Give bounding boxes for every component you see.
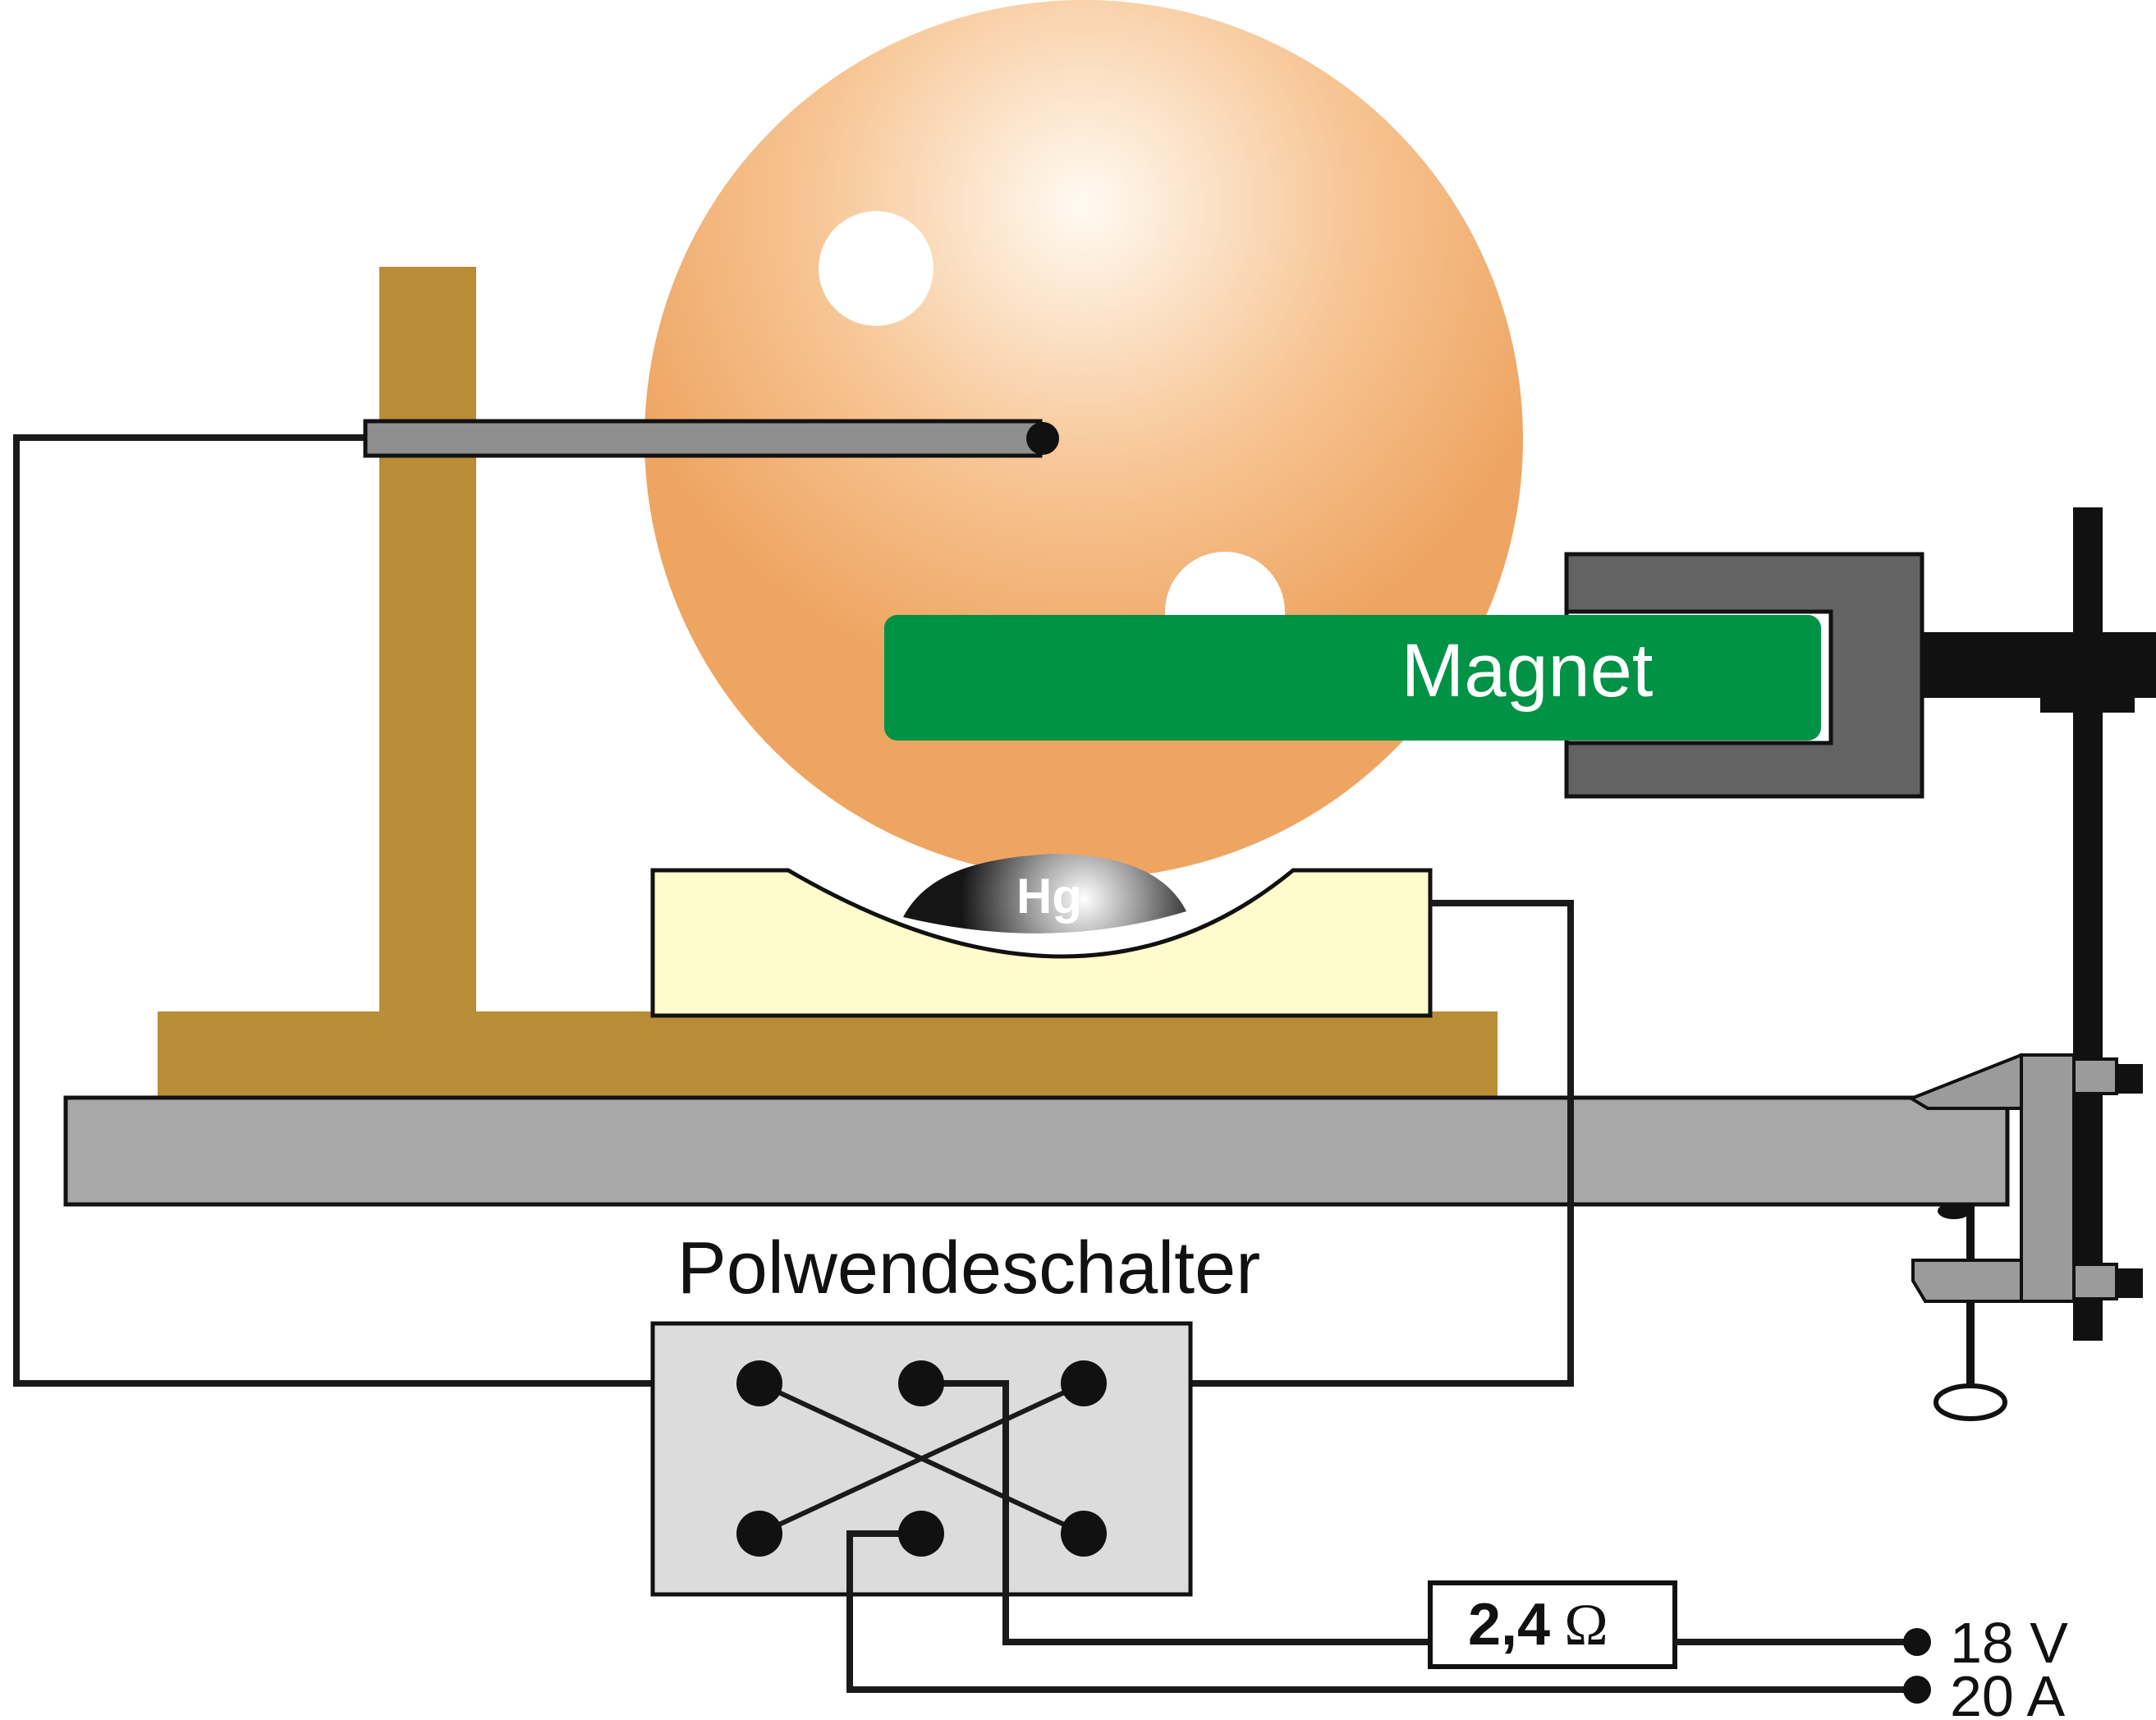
mercury-trough — [650, 868, 1433, 1018]
cross-clamp — [2040, 632, 2135, 713]
electrode-rod — [363, 419, 1043, 458]
wood-base — [158, 1011, 1498, 1098]
terminal-dot-bottom-right — [1061, 1511, 1107, 1557]
mercury-label: Hg — [1016, 869, 1082, 924]
wire-switch-to-20a — [846, 1530, 1913, 1693]
wire-switch-to-resistor — [921, 1380, 1430, 1645]
terminal-dot-20a — [1903, 1676, 1931, 1704]
mercury-drop — [903, 854, 1186, 933]
terminal-dot-top-left — [736, 1360, 782, 1406]
electrode-tip — [1026, 422, 1059, 455]
wire-trough-to-switch — [1084, 900, 1574, 1387]
magnet-label: Magnet — [1401, 629, 1654, 713]
switch-label: Polwendeschalter — [677, 1227, 1260, 1309]
sphere-hole-upper — [819, 211, 934, 326]
resistor-value: 2,4 — [1468, 1592, 1550, 1658]
terminal-dot-top-right — [1061, 1360, 1107, 1406]
terminal-dot-bottom-left — [736, 1511, 782, 1557]
terminal-dot-top-center — [898, 1360, 944, 1406]
terminal-dot-bottom-center — [898, 1511, 944, 1557]
wood-post — [379, 267, 476, 1018]
voltage-label: 18 V — [1950, 1611, 2068, 1675]
current-label: 20 A — [1950, 1664, 2065, 1720]
terminal-dot-18v — [1903, 1628, 1931, 1656]
wire-electrode-to-switch — [13, 434, 759, 1387]
base-rail — [63, 1095, 2010, 1207]
resistor-box — [1428, 1580, 1677, 1669]
magnet-bar — [884, 615, 1821, 741]
resistor-unit: Ω — [1564, 1592, 1608, 1658]
switch-cross-wire-b — [758, 1381, 1085, 1536]
table-clamp — [1907, 1053, 2143, 1421]
